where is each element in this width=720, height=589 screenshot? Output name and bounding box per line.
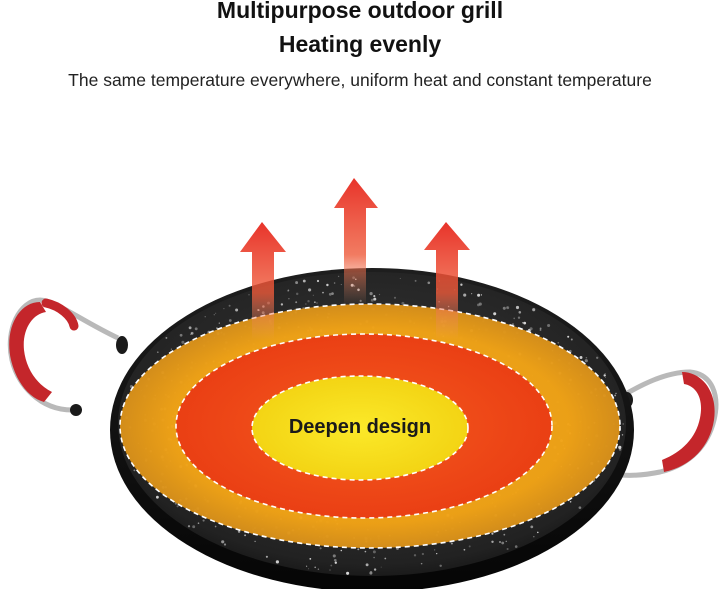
headline-line-2: Heating evenly xyxy=(278,31,442,57)
left-handle-icon xyxy=(7,297,128,416)
heat-arrow-left-icon xyxy=(240,222,286,340)
heat-arrow-center-icon xyxy=(334,178,378,306)
subtitle: The same temperature everywhere, uniform… xyxy=(68,70,652,90)
heat-arrow-right-icon xyxy=(424,222,470,340)
deepen-design-label: Deepen design xyxy=(288,416,432,438)
headline-line-1: Multipurpose outdoor grill xyxy=(216,0,504,23)
